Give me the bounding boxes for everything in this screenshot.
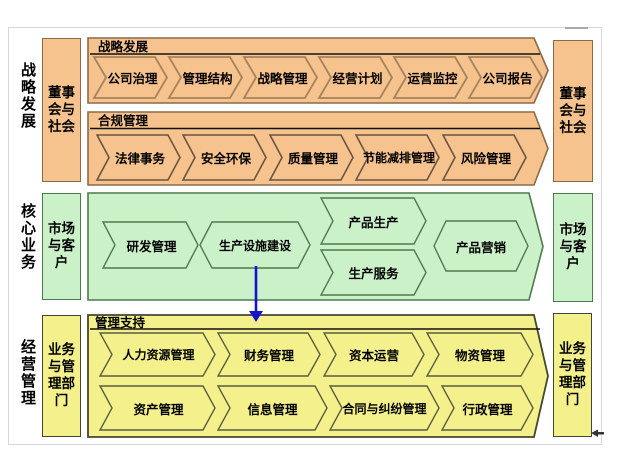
side-box-right-market: 市场与客户 [553, 193, 593, 302]
compliance-chevron-3 [268, 134, 354, 181]
arrow-label-business-planning: 经营计划 [332, 71, 383, 86]
support-row2-chevron-1 [98, 385, 216, 431]
arrow-label-operation-monitoring: 运营监控 [407, 71, 458, 86]
strategy-chevron-2 [167, 56, 244, 99]
support-row1-chevron-4 [425, 332, 534, 377]
core-chevron-service [319, 249, 427, 296]
arrow-label-energy-saving: 节能减排管理 [363, 151, 436, 165]
support-row2-chevron-2 [216, 385, 328, 431]
compliance-chevron-5 [441, 134, 527, 181]
support-row1-chevron-1 [98, 332, 216, 377]
core-chevron-rd [101, 221, 199, 269]
arrow-label-strategy-management: 战略管理 [257, 71, 308, 86]
side-box-right-board: 董事会与社会 [553, 40, 593, 182]
arrow-label-rd-management: 研发管理 [126, 238, 177, 254]
arrow-label-production-facility: 生产设施建设 [218, 238, 291, 253]
document-page-border [8, 27, 602, 445]
strategy-chevron-6 [467, 56, 544, 99]
core-hexagon-facility [199, 221, 311, 269]
cursor-arrow-icon [591, 429, 604, 437]
arrow-label-company-reporting: 公司报告 [482, 71, 533, 86]
arrow-label-product-production: 产品生产 [348, 214, 399, 230]
strategy-chevron-5 [392, 56, 469, 99]
arrow-label-information-management: 信息管理 [247, 401, 298, 417]
arrow-label-legal-affairs: 法律事务 [114, 151, 165, 166]
connector-arrowhead-icon [249, 311, 263, 322]
compliance-chevron-2 [181, 134, 267, 181]
arrow-label-risk-management: 风险管理 [460, 151, 511, 166]
compliance-chevron-4 [354, 134, 440, 181]
support-row2-chevron-4 [440, 385, 534, 431]
arrow-label-contract-dispute: 合同与纠纷管理 [342, 401, 427, 416]
section-label-operations: 经营管理 [20, 338, 36, 407]
core-band-container [87, 192, 544, 301]
arrow-label-product-marketing: 产品营销 [455, 239, 506, 255]
support-row1-chevron-2 [216, 332, 321, 377]
strategy-chevron-3 [242, 56, 319, 99]
side-box-left-market: 市场与客户 [42, 193, 81, 300]
strategy-band-title: 战略发展 [98, 39, 149, 54]
arrow-label-administration: 行政管理 [462, 401, 513, 417]
arrow-label-production-service: 生产服务 [348, 266, 399, 281]
side-box-left-business: 业务与管理部门 [42, 315, 81, 437]
support-row2-chevron-3 [328, 385, 440, 431]
side-box-right-business: 业务与管理部门 [553, 313, 592, 437]
arrow-label-finance-management: 财务管理 [243, 348, 294, 363]
support-band-title: 管理支持 [95, 315, 146, 330]
arrow-label-quality-management: 质量管理 [287, 151, 338, 166]
arrow-label-asset-management: 资产管理 [133, 401, 184, 417]
support-row1-chevron-3 [322, 332, 425, 377]
arrow-label-materials-management: 物资管理 [454, 348, 505, 363]
strategy-chevron-4 [317, 56, 394, 99]
core-chevron-production [319, 197, 427, 245]
arrow-label-capital-operation: 资本运营 [348, 348, 399, 363]
page-top-tick [565, 27, 588, 29]
side-box-left-board: 董事会与社会 [42, 38, 81, 182]
section-label-strategy: 战略发展 [20, 61, 36, 130]
section-label-core: 核心业务 [20, 202, 36, 271]
arrow-label-corporate-governance: 公司治理 [107, 71, 158, 86]
arrow-label-safety-environment: 安全环保 [200, 151, 251, 166]
arrow-label-management-structure: 管理结构 [182, 71, 233, 86]
compliance-chevron-1 [95, 134, 181, 181]
arrow-label-hr-management: 人力资源管理 [122, 348, 195, 362]
compliance-band-title: 合规管理 [98, 113, 149, 128]
strategy-chevron-1 [92, 56, 169, 99]
core-hexagon-marketing [433, 220, 529, 272]
